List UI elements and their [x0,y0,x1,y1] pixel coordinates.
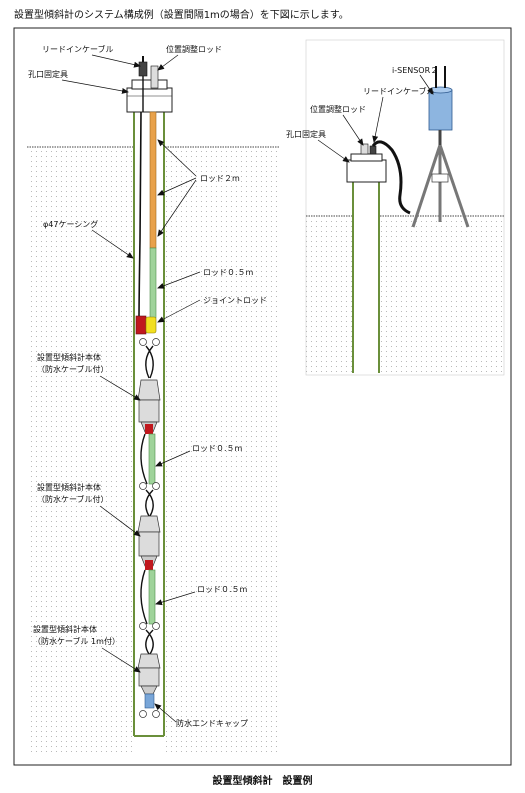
label-sensor-body-3a: 設置型傾斜計本体 [33,624,97,634]
label-sensor-body-2b: （防水ケーブル付） [37,494,109,504]
lead-cable-connector [138,56,148,112]
figure-frame [13,27,512,766]
ground-main [27,146,279,756]
label-position-rod: 位置調整ロッド [166,44,222,54]
label-rod-05m: ロッド０.５m [203,268,254,277]
sensor-body-3 [137,629,161,695]
label-lead-cable: リードインケーブル [42,44,114,54]
end-cap [139,693,160,718]
position-rod [150,65,159,89]
rod-2m [149,111,157,249]
sensor-body-1 [137,338,161,434]
rod-05m-mid [148,433,156,485]
label-hole-fixture: 孔口固定具 [28,69,68,79]
lead-cable-line [138,111,142,321]
rod-05m-lower [148,569,156,625]
label-sensor-body-1b: （防水ケーブル付） [37,364,109,374]
label-sensor-body-3b: （防水ケーブル 1m付） [33,636,120,646]
label-casing: φ47ケーシング [43,219,98,229]
rod-05m-upper [149,247,157,319]
inset-panel [305,39,505,376]
figure-heading: 設置型傾斜計のシステム構成例（設置間隔1mの場合）を下図に示します。 [14,10,349,21]
label-end-cap: 防水エンドキャップ [176,718,248,728]
label-rod-2m: ロッド２m [200,174,240,183]
hole-mouth-fixture [126,79,173,113]
casing [133,110,165,737]
label-position-rod-2: 位置調整ロッド [310,104,366,114]
label-sensor-body-2a: 設置型傾斜計本体 [37,482,101,492]
sensor-body-2 [137,489,161,570]
label-isensor: i-SENSOR２ [392,66,438,75]
label-lead-cable-2: リードインケーブル [363,86,435,96]
label-rod-05m-3: ロッド０.５m [197,585,248,594]
joint-rod [135,315,157,335]
figure-caption: 設置型傾斜計 設置例 [212,776,313,787]
label-rod-05m-2: ロッド０.５m [192,444,243,453]
isensor-device [428,89,453,131]
label-sensor-body-1a: 設置型傾斜計本体 [37,352,101,362]
label-joint-rod: ジョイントロッド [203,296,267,305]
label-hole-fixture-2: 孔口固定具 [286,129,326,139]
